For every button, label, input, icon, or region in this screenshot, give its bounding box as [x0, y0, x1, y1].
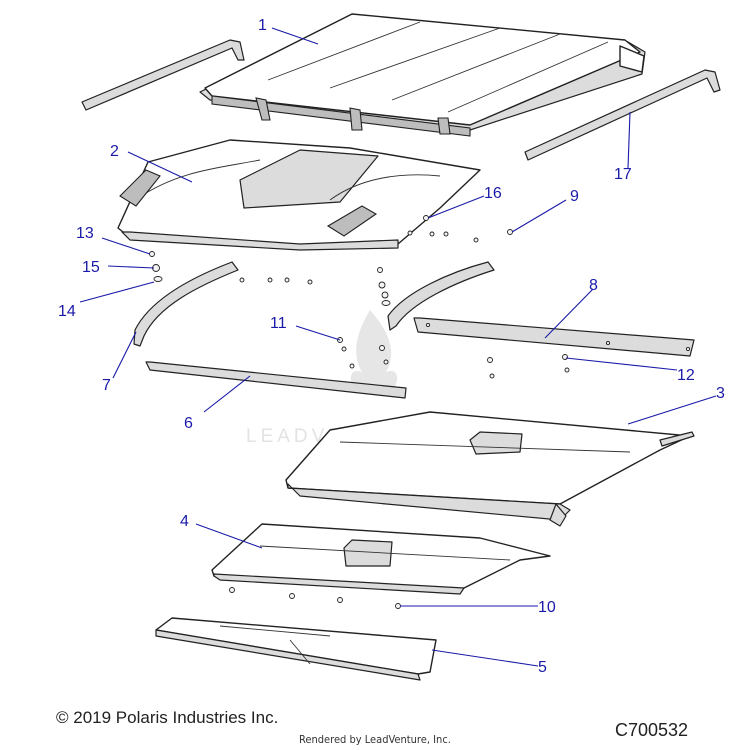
- leader-lines: [79, 27, 717, 667]
- rendered-by-text: Rendered by LeadVenture, Inc.: [299, 733, 451, 746]
- callout-numbers: 1 2 17 16 9 13 15 14 8 11 7 12 3 6 4 10 …: [58, 17, 725, 676]
- watermark-flame-icon: [350, 310, 398, 392]
- callout-6: 6: [184, 415, 193, 432]
- part-front-seal-strip[interactable]: [145, 361, 407, 399]
- callout-5: 5: [538, 659, 547, 676]
- diagram-code: C700532: [615, 720, 689, 740]
- callout-3: 3: [716, 385, 725, 402]
- callout-9: 9: [570, 188, 579, 205]
- part-bottom-panel[interactable]: [155, 617, 437, 681]
- callout-10: 10: [538, 599, 556, 616]
- part-lower-liner-tray[interactable]: [211, 523, 551, 595]
- part-headliner[interactable]: [117, 139, 481, 251]
- callout-1: 1: [258, 17, 267, 34]
- callout-2: 2: [110, 143, 119, 160]
- part-left-side-seal[interactable]: [133, 261, 239, 347]
- part-right-side-seal[interactable]: [387, 261, 495, 331]
- copyright-text: © 2019 Polaris Industries Inc.: [56, 708, 279, 727]
- part-roof-trim-rails[interactable]: [81, 39, 721, 161]
- part-rear-bracket[interactable]: [413, 317, 695, 357]
- callout-13: 13: [76, 225, 94, 242]
- callout-17: 17: [614, 166, 632, 183]
- part-roof-panel[interactable]: [199, 13, 646, 137]
- callout-8: 8: [589, 277, 598, 294]
- callout-16: 16: [484, 185, 502, 202]
- callout-15: 15: [82, 259, 100, 276]
- callout-7: 7: [102, 377, 111, 394]
- callout-4: 4: [180, 513, 189, 530]
- callout-14: 14: [58, 303, 76, 320]
- part-upper-liner-tray[interactable]: [285, 411, 695, 527]
- hardware-fasteners: [149, 215, 570, 609]
- callout-12: 12: [677, 367, 695, 384]
- callout-11: 11: [270, 315, 287, 332]
